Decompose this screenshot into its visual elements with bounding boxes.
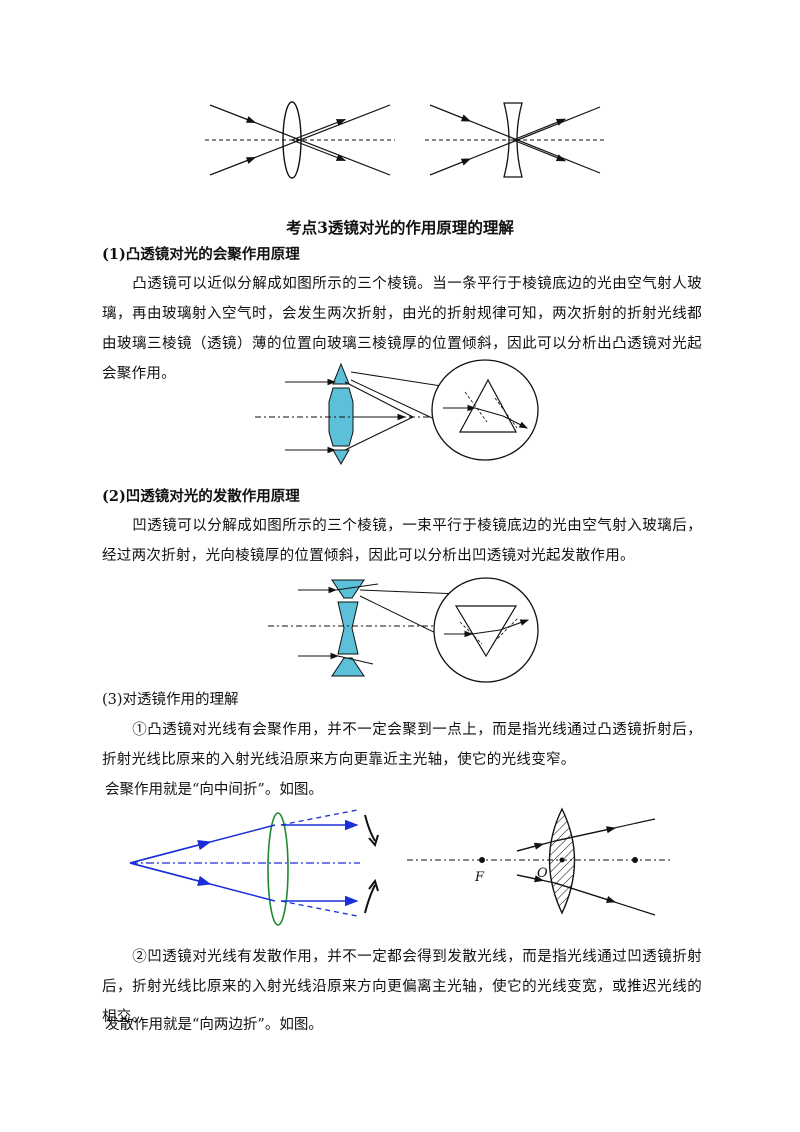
top-lens-figure: [205, 101, 605, 179]
focus-label: F: [474, 870, 485, 885]
subsection-2-text: 凹透镜可以分解成如图所示的三个棱镜，一束平行于棱镜底边的光由空气射入玻璃后，经过…: [102, 518, 702, 564]
magnified-prism-circle: [433, 577, 539, 683]
concave-prism-figure: [268, 577, 539, 683]
bottom-prism: [331, 657, 365, 677]
point-1-text: ①凸透镜对光线有会聚作用，并不一定会聚到一点上，而是指光线通过凸透镜折射后，折射…: [102, 722, 702, 768]
subsection-1-text: 凸透镜可以近似分解成如图所示的三个棱镜。当一条平行于棱镜底边的光由空气射人玻璃，…: [102, 276, 702, 382]
convex-lens-diagram: [205, 101, 395, 179]
optical-center-label: O: [537, 866, 548, 881]
magnified-prism-circle: [431, 359, 539, 461]
middle-prism: [337, 601, 359, 655]
subsection-2-paragraph: 凹透镜可以分解成如图所示的三个棱镜，一束平行于棱镜底边的光由空气射入玻璃后，经过…: [102, 511, 702, 571]
converging-rays-diagram: [129, 809, 379, 926]
subsection-3-title: (3)对透镜作用的理解: [102, 692, 239, 708]
point-2-paragraph: ②凹透镜对光线有发散作用，并不一定都会得到发散光线，而是指光线通过凹透镜折射后，…: [102, 942, 702, 1032]
section-title: 考点3透镜对光的作用原理的理解: [286, 218, 514, 237]
concave-lens-diagram: [425, 102, 605, 178]
top-prism: [332, 362, 350, 385]
subsection-1-title: (1)凸透镜对光的会聚作用原理: [102, 246, 300, 263]
optical-center-point: [559, 857, 565, 863]
top-prism: [331, 579, 365, 599]
point-2-text: ②凹透镜对光线有发散作用，并不一定都会得到发散光线，而是指光线通过凹透镜折射后，…: [102, 949, 702, 1025]
focus-point: [479, 857, 485, 863]
convex-prism-figure: [255, 359, 539, 466]
bottom-prism: [332, 449, 350, 466]
converge-note: 会聚作用就是“向中间折”。如图。: [105, 782, 323, 798]
convex-lens-focus-diagram: F O: [407, 807, 670, 916]
subsection-2-title: (2)凹透镜对光的发散作用原理: [102, 488, 300, 505]
diverge-note: 发散作用就是“向两边折”。如图。: [105, 1017, 323, 1033]
convex-lens: [267, 812, 289, 926]
second-focus-point: [632, 857, 638, 863]
point-1-paragraph: ①凸透镜对光线有会聚作用，并不一定会聚到一点上，而是指光线通过凸透镜折射后，折射…: [102, 715, 702, 775]
convergence-figure: F O: [129, 807, 670, 926]
subsection-1-paragraph: 凸透镜可以近似分解成如图所示的三个棱镜。当一条平行于棱镜底边的光由空气射人玻璃，…: [102, 269, 702, 389]
